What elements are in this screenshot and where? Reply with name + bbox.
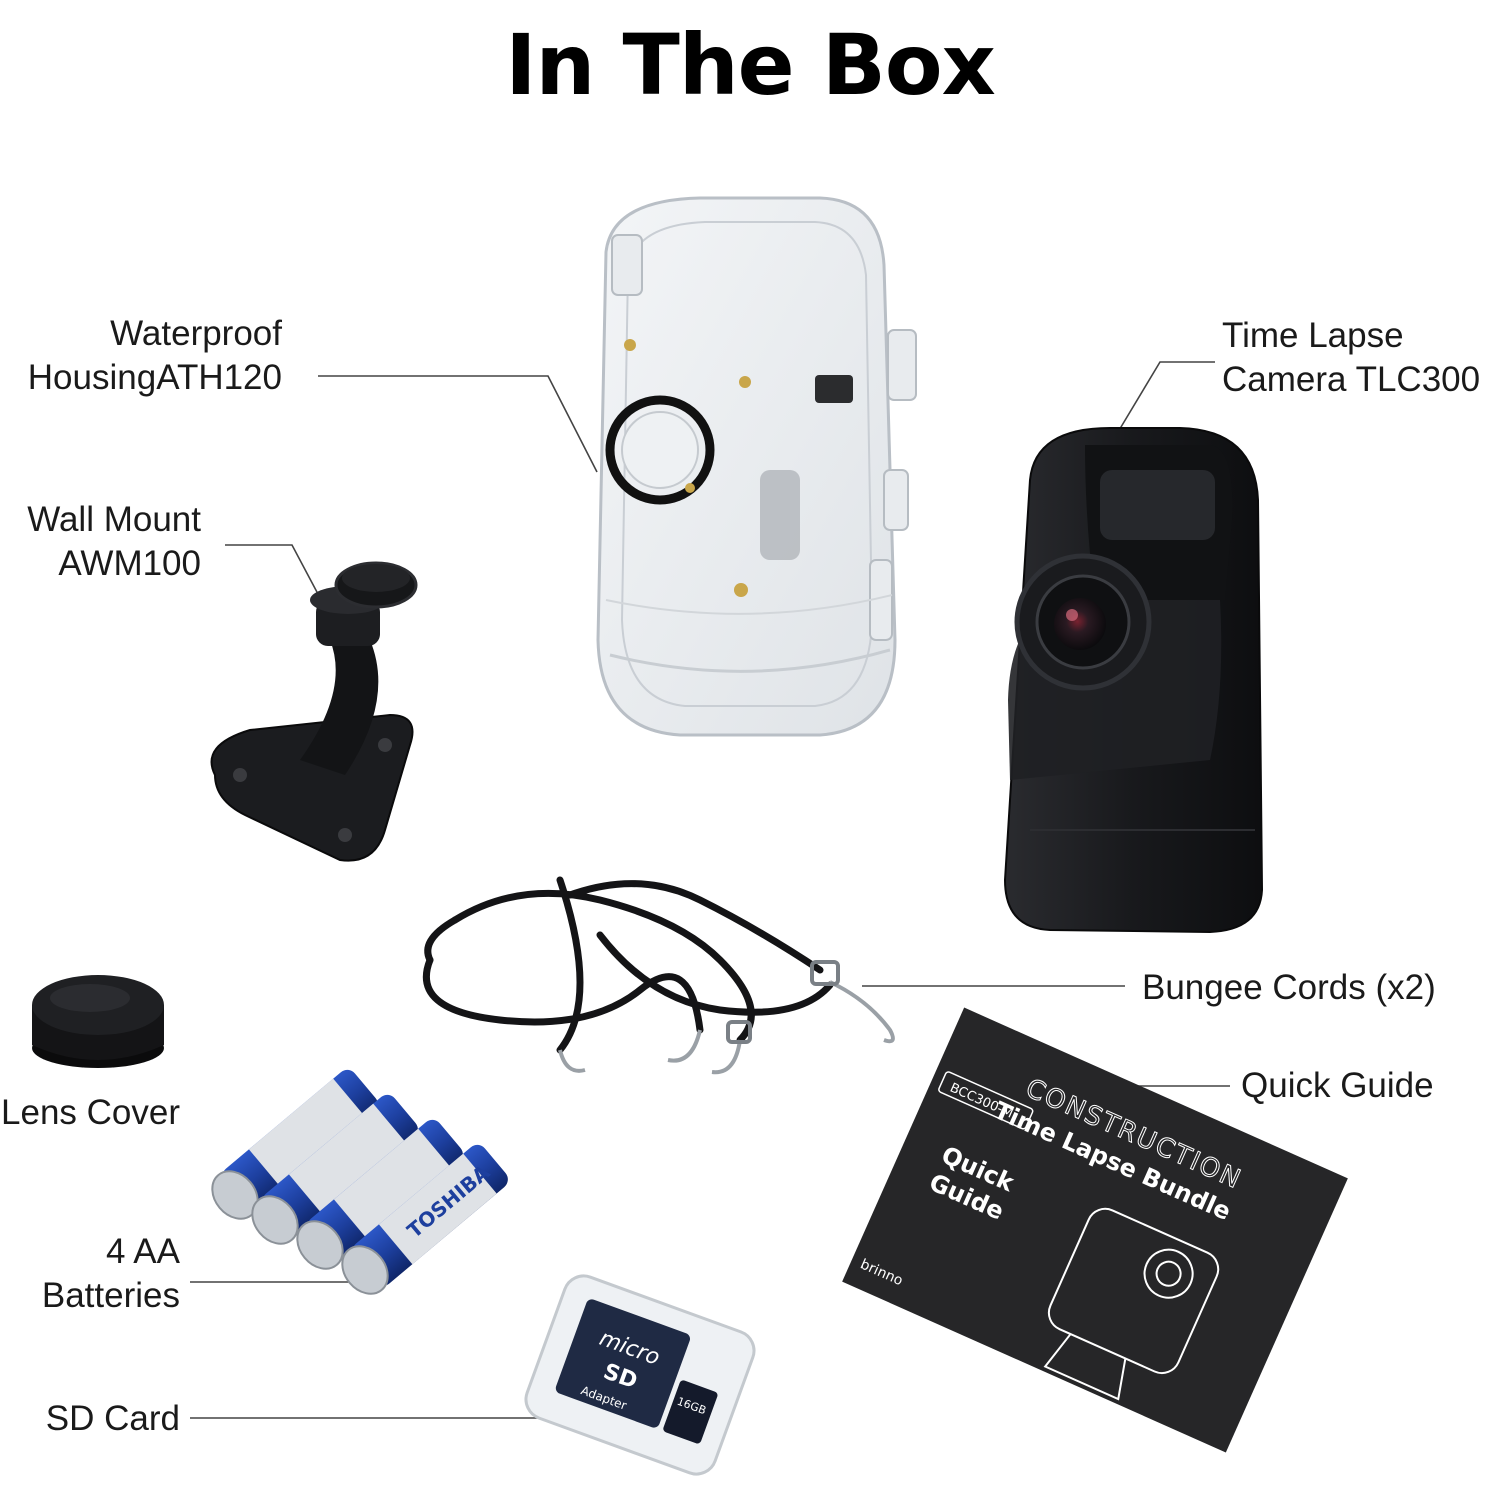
label-batteries-line2: Batteries [41,1276,180,1315]
leader-lines [190,361,1230,1419]
label-waterproof-housing: Waterproof HousingATH120 [0,312,282,400]
leader-housing [318,375,598,473]
label-batteries: 4 AA Batteries [0,1230,180,1318]
label-time-lapse-camera-line1: Time Lapse [1222,316,1404,355]
label-wall-mount: Wall Mount AWM100 [0,498,201,586]
label-quick-guide-line1: Quick Guide [1241,1066,1434,1105]
page-title: In The Box [505,16,996,114]
label-time-lapse-camera-line2: Camera TLC300 [1222,360,1481,399]
label-bungee-cords-line1: Bungee Cords (x2) [1142,968,1436,1007]
bungee-cords-graphic [422,876,834,1054]
label-sd-card-line1: SD Card [45,1399,180,1438]
leader-wall-mount [225,544,319,595]
label-lens-cover: Lens Cover [0,1091,180,1135]
label-wall-mount-line1: Wall Mount [27,500,201,539]
label-wall-mount-line2: AWM100 [58,544,201,583]
batteries-graphic: TOSHIBA [211,1069,508,1295]
lens-cover-graphic [32,975,164,1068]
label-quick-guide: Quick Guide [1241,1064,1434,1108]
label-waterproof-housing-line2: HousingATH120 [27,358,282,397]
time-lapse-camera-graphic [1003,427,1264,934]
label-batteries-line1: 4 AA [106,1232,180,1271]
quick-guide-graphic: CONSTRUCTION Time Lapse Bundle BCC300-M … [842,1007,1348,1453]
sd-card-graphic: micro SD Adapter 16GB [524,1274,756,1476]
label-time-lapse-camera: Time Lapse Camera TLC300 [1222,314,1480,402]
waterproof-housing-graphic [596,196,917,737]
bungee-hooks [558,960,895,1075]
label-waterproof-housing-line1: Waterproof [110,314,282,353]
leader-camera [1117,361,1215,433]
label-bungee-cords: Bungee Cords (x2) [1142,966,1436,1010]
wall-mount-graphic [210,561,418,862]
label-sd-card: SD Card [0,1397,180,1441]
label-lens-cover-line1: Lens Cover [1,1093,180,1132]
